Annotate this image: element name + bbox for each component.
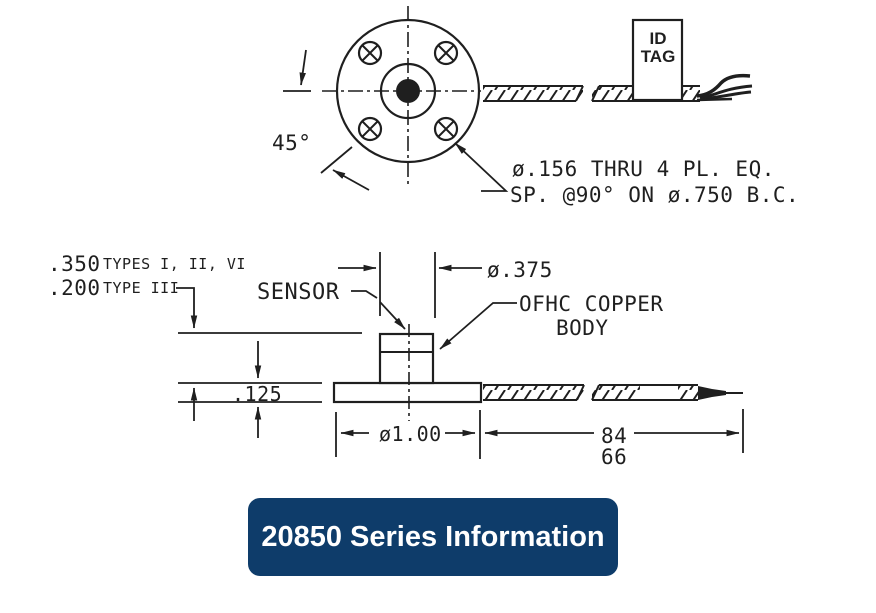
cable-length-top: 84 bbox=[601, 424, 627, 448]
height-types-1: TYPES I, II, VI bbox=[103, 255, 246, 273]
sensor-dia-label: ø.375 bbox=[487, 258, 553, 282]
cable-length-bottom: 66 bbox=[601, 445, 627, 469]
sensor-block bbox=[378, 332, 435, 385]
bolt-hole-upper-left bbox=[357, 40, 383, 66]
center-sensor-hole bbox=[396, 79, 420, 103]
body-leader-arrow bbox=[439, 302, 517, 350]
hub-circle bbox=[379, 62, 437, 120]
angle-ref-tick-diagonal bbox=[320, 146, 353, 174]
angle-callout: 45° bbox=[272, 49, 370, 191]
sensor-leader bbox=[351, 290, 378, 299]
bolt-hole-lower-left bbox=[357, 116, 383, 142]
sensor-callout: SENSOR bbox=[257, 280, 406, 330]
body-material-line1: OFHC COPPER bbox=[519, 292, 664, 316]
body-material-callout: OFHC COPPER BODY bbox=[439, 292, 664, 350]
technical-drawing: ID TAG bbox=[48, 6, 799, 469]
sensor-dia-dimension: ø.375 bbox=[338, 252, 553, 318]
height-value-1: .350 bbox=[48, 252, 101, 276]
flange-thickness-label: .125 bbox=[232, 382, 282, 406]
flange-thickness-dimension: .125 bbox=[229, 341, 285, 438]
lead-wires-top bbox=[696, 73, 753, 102]
id-tag: ID TAG bbox=[631, 18, 684, 102]
outer-flange-circle bbox=[335, 18, 481, 164]
body-material-line2: BODY bbox=[556, 316, 609, 340]
height-dimension: .350 TYPES I, II, VI .200 TYPE III bbox=[48, 252, 362, 421]
lead-wire-side bbox=[698, 386, 743, 400]
hole-note-line2: SP. @90° ON ø.750 B.C. bbox=[510, 183, 799, 207]
flange-dia-label: ø1.00 bbox=[379, 422, 442, 446]
hole-note: ø.156 THRU 4 PL. EQ. SP. @90° ON ø.750 B… bbox=[454, 142, 799, 207]
bottom-dimensions: ø1.00 84 66 bbox=[335, 409, 744, 469]
angle-arrow-lower bbox=[332, 169, 370, 191]
top-view: ID TAG bbox=[272, 6, 799, 207]
angle-arrow-upper bbox=[299, 49, 307, 86]
id-tag-label-line2: TAG bbox=[641, 47, 676, 66]
cable-jacket-side bbox=[483, 384, 698, 401]
side-view: .350 TYPES I, II, VI .200 TYPE III .125 … bbox=[48, 252, 744, 469]
height-leader-arrow bbox=[176, 287, 198, 329]
height-value-2: .200 bbox=[48, 276, 101, 300]
bolt-hole-upper-right bbox=[433, 40, 459, 66]
bolt-hole-lower-right bbox=[433, 116, 459, 142]
series-information-button[interactable]: 20850 Series Information bbox=[248, 498, 618, 576]
sensor-leader-arrow bbox=[379, 301, 406, 330]
id-tag-label-line1: ID bbox=[650, 29, 667, 48]
flange-plate bbox=[332, 381, 483, 404]
hole-note-leader bbox=[454, 142, 509, 192]
sensor-label: SENSOR bbox=[257, 280, 340, 305]
hole-note-line1: ø.156 THRU 4 PL. EQ. bbox=[512, 157, 775, 181]
height-types-2: TYPE III bbox=[103, 279, 179, 297]
angle-label: 45° bbox=[272, 131, 311, 155]
